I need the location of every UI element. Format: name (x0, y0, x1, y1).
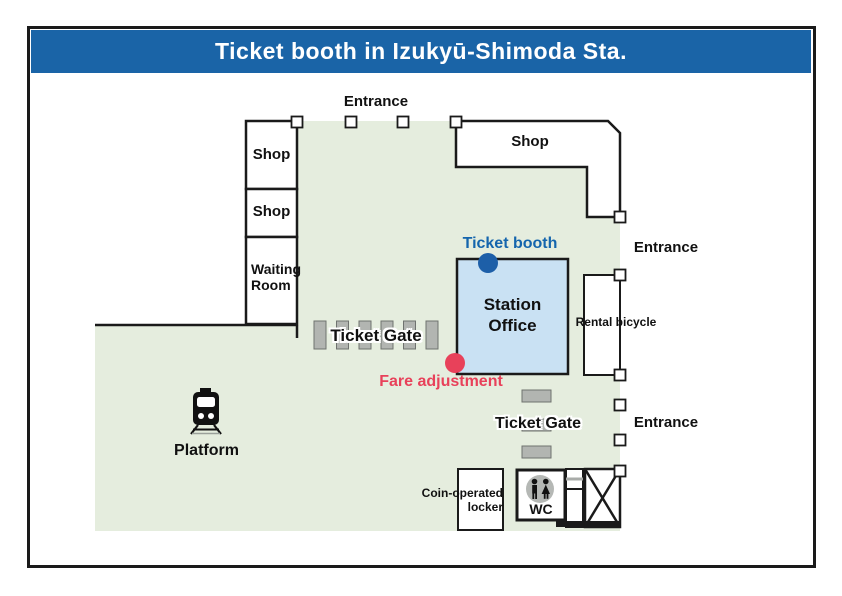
entrance-marker (449, 115, 463, 129)
entrance-marker (613, 368, 627, 382)
station-office-label: Station Office (483, 295, 542, 336)
shop-left-1-room (244, 119, 299, 191)
waiting-room-label: Waiting Room (251, 261, 302, 293)
coin-locker-label: Coin-operated locker (421, 486, 503, 514)
stairs-room (565, 468, 584, 528)
ticket-booth-dot (478, 253, 498, 273)
rental-bicycle-room (583, 274, 621, 376)
platform-label: Platform (174, 442, 239, 459)
ticket-gate-lower-label: Ticket Gate (495, 415, 581, 432)
entrance-marker (396, 115, 410, 129)
ticket-gate-main-machines (313, 320, 439, 350)
ticket-gate-lower-machines (521, 389, 552, 459)
shop-left-2-label: Shop (252, 203, 291, 220)
stairway-cross-room (583, 467, 622, 529)
concourse-floor (95, 121, 620, 531)
entrance-marker (613, 433, 627, 447)
fare-adjustment-label: Fare adjustment (379, 373, 503, 390)
entrance-marker (613, 464, 627, 478)
page-title: Ticket booth in Izukyū-Shimoda Sta. (215, 38, 627, 64)
station-office-room (455, 257, 570, 376)
train-icon (190, 388, 222, 435)
wc-label: WC (529, 501, 553, 517)
wc-restroom-icon (526, 475, 554, 503)
entrance-top-label: Entrance (343, 93, 409, 110)
entrance-lower-label: Entrance (633, 414, 699, 431)
shop-right-label: Shop (511, 133, 549, 150)
entrance-marker (613, 268, 627, 282)
shop-right-room (454, 119, 622, 219)
fare-adjustment-dot (445, 353, 465, 373)
entrance-right-label: Entrance (633, 239, 699, 256)
coin-locker-room (457, 468, 504, 531)
entrance-marker (344, 115, 358, 129)
ticket-booth-label: Ticket booth (462, 235, 558, 252)
rental-bicycle-label: Rental bicycle (575, 315, 657, 329)
entrance-marker (613, 398, 627, 412)
title-bar: Ticket booth in Izukyū-Shimoda Sta. (31, 30, 811, 73)
ticket-gate-main-label: Ticket Gate (330, 326, 422, 345)
entrance-markers (290, 115, 627, 478)
entrance-marker (290, 115, 304, 129)
shop-left-1-label: Shop (252, 146, 291, 163)
entrance-marker (613, 210, 627, 224)
